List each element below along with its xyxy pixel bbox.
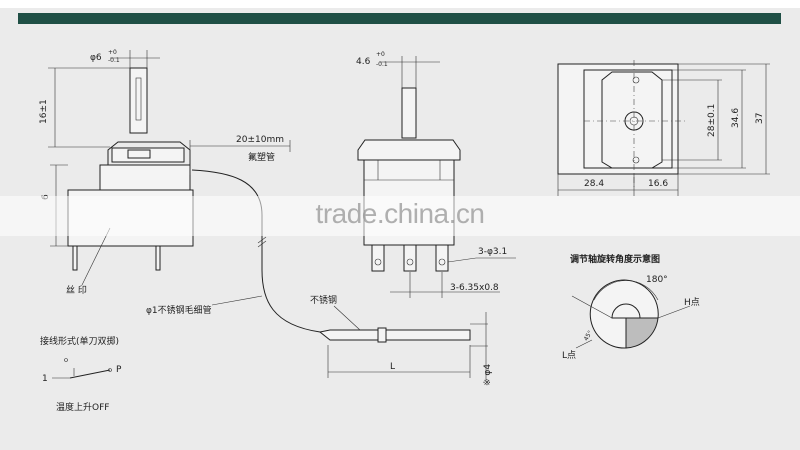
terminal-right: [155, 245, 161, 271]
side-terminal-3: [435, 244, 449, 272]
probe-dia-label: ※ φ4: [483, 364, 493, 386]
holes-label: 3-φ3.1: [478, 247, 507, 257]
tube-note-label: φ1不锈钢毛细管: [146, 304, 212, 316]
terminal-left: [72, 245, 78, 271]
wiring-diagram: 接线形式(单刀双掷) 1 P 温度上升OFF: [40, 335, 122, 413]
rotation-diagram: 调节轴旋转角度示意图 180° 45° H点 L点: [562, 253, 700, 361]
height-16-label: 16±1: [39, 99, 49, 124]
terminals-label: 3-6.35x0.8: [450, 283, 499, 293]
d37-label: 37: [755, 113, 765, 124]
top-view: 28.4 16.6 28±0.1 34.6 37: [557, 60, 770, 196]
shaft-flat: [135, 77, 142, 121]
wiring-caption: 温度上升OFF: [56, 401, 109, 413]
deg45-label: 45°: [583, 329, 594, 342]
cap-note-label: 氟塑管: [248, 151, 275, 163]
probe-body: [318, 329, 471, 341]
pin1-label: 1: [42, 374, 48, 384]
shaft: [129, 67, 148, 134]
silk-label: 丝 印: [66, 284, 87, 296]
pinP-label: P: [116, 365, 122, 375]
side-terminal-1: [371, 244, 385, 272]
rotation-title: 调节轴旋转角度示意图: [570, 253, 660, 265]
side-bracket: [357, 139, 461, 161]
side-terminal-2: [403, 244, 417, 272]
d28-label: 28±0.1: [707, 104, 717, 137]
phi6-tol-bot: -0.1: [108, 57, 120, 64]
front-view: φ6 +0 -0.1 16±1 6: [39, 49, 321, 333]
phi6-label: φ6: [90, 53, 102, 63]
phi6-tol-top: +0: [108, 49, 117, 56]
w46-tol-top: +0: [376, 51, 385, 58]
d166-label: 16.6: [648, 179, 668, 189]
knob-stop: [625, 317, 659, 349]
watermark-band: [0, 196, 800, 236]
probe-length-label: L: [390, 362, 395, 372]
cap-length-label: 20±10mm: [236, 135, 284, 145]
header-band: [18, 13, 781, 24]
l-point-label: L点: [562, 350, 576, 361]
w46-label: 4.6: [356, 57, 371, 67]
h-point-label: H点: [684, 297, 700, 308]
probe: L ※ φ4 不锈钢: [310, 294, 493, 386]
knob-center: [611, 303, 641, 319]
top-margin: [0, 0, 800, 8]
watermark-text: trade.china.cn: [315, 198, 485, 229]
side-view: 4.6 +0 -0.1 3-φ3.1 3-6.35x0.8: [356, 51, 516, 298]
w46-tol-bot: -0.1: [376, 61, 388, 68]
d346-label: 34.6: [731, 108, 741, 128]
side-shaft: [401, 87, 417, 139]
angle-label: 180°: [646, 275, 668, 285]
shaft-nut: [127, 149, 151, 159]
wiring-title: 接线形式(单刀双掷): [40, 335, 119, 347]
probe-material-label: 不锈钢: [310, 294, 337, 306]
capillary-tube: [191, 169, 321, 333]
d284-label: 28.4: [584, 179, 604, 189]
